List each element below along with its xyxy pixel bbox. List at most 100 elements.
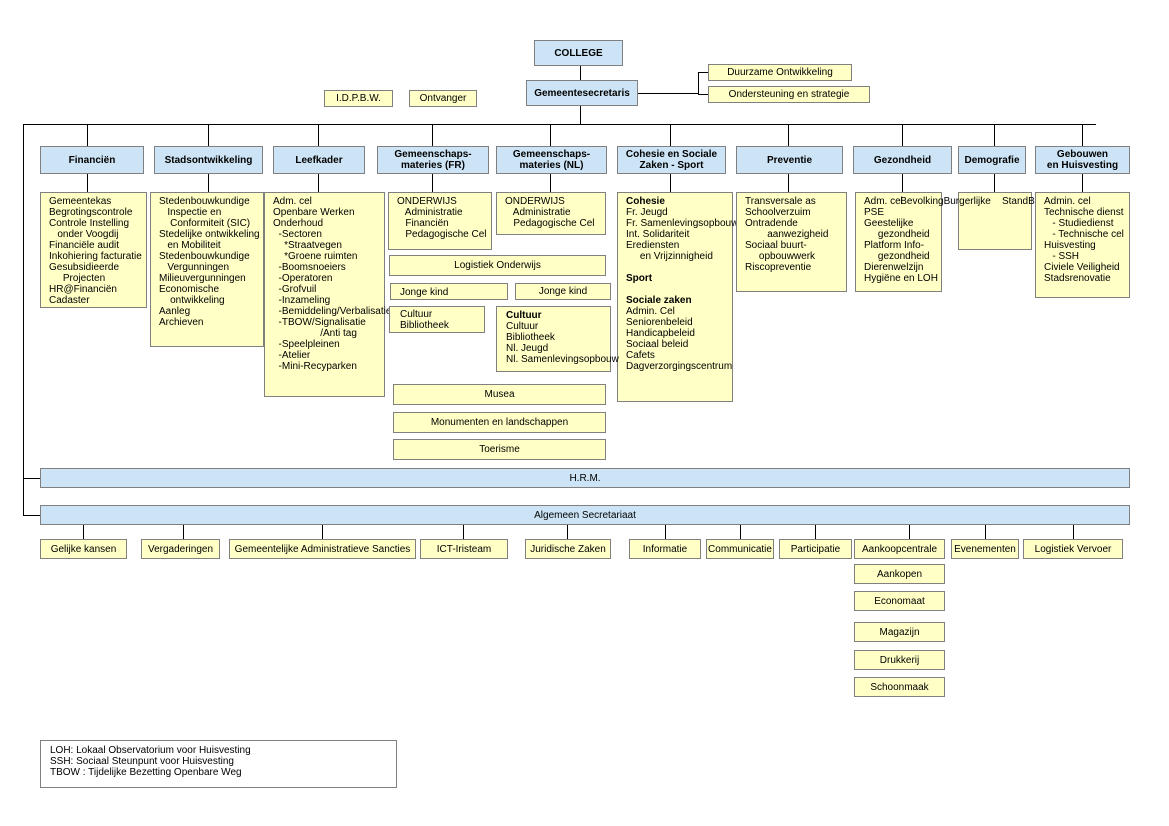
list-item: -Boomsnoeiers (273, 262, 346, 273)
list-item: Cafets (626, 350, 655, 361)
list-item: Conformiteit (SIC) (159, 218, 251, 229)
list-item: Handicapbeleid (626, 328, 695, 339)
dept-header-stadsontwikkeling: Stadsontwikkeling (154, 146, 263, 174)
list-item: Sociaal buurt- (745, 240, 807, 251)
dept-header-gezondheid: Gezondheid (853, 146, 952, 174)
list-item: ONDERWIJS (397, 196, 457, 207)
list-item: Transversale as (745, 196, 816, 207)
list-item: Technische dienst (1044, 207, 1124, 218)
list-item: gezondheid (864, 229, 930, 240)
evenementen-box: Evenementen (951, 539, 1019, 559)
list-item: Gemeentekas (49, 196, 112, 207)
list-item: Begrotingscontrole (49, 207, 133, 218)
connector-line (432, 124, 433, 146)
list-item: Financiële audit (49, 240, 120, 251)
hrm-bar: H.R.M. (40, 468, 1130, 488)
dept-list-stadsontwikkeling: Stedenbouwkundige Inspectie en Conformit… (150, 192, 264, 347)
connector-line (670, 174, 671, 192)
connector-line (815, 525, 816, 539)
list-item: Openbare Werken (273, 207, 355, 218)
connector-line (788, 124, 789, 146)
connector-line (87, 174, 88, 192)
list-item: Administratie (505, 207, 571, 218)
connector-line (698, 72, 699, 94)
list-item: Pedagogische Cel (397, 229, 487, 240)
list-item: Milieuvergunningen (159, 273, 246, 284)
group-heading: Cultuur (506, 310, 542, 321)
connector-line (87, 124, 88, 146)
connector-line (23, 515, 40, 516)
connector-line (183, 525, 184, 539)
list-item: aanwezigheid (745, 229, 829, 240)
list-item: -Grofvuil (273, 284, 317, 295)
list-item: Fr. Samenlevingsopbouw (626, 218, 739, 229)
list-item: Stedenbouwkundige (159, 196, 250, 207)
ontvanger-box: Ontvanger (409, 90, 477, 107)
aankoopcentrale-box: Aankoopcentrale (854, 539, 945, 559)
connector-line (580, 66, 581, 80)
connector-line (208, 124, 209, 146)
idpbw-box: I.D.P.B.W. (324, 90, 393, 107)
connector-line (698, 94, 708, 95)
connector-line (740, 525, 741, 539)
list-item: -Mini-Recyparken (273, 361, 357, 372)
legend-line: SSH: Sociaal Steunpunt voor Huisvesting (50, 756, 234, 767)
list-item: Projecten (49, 273, 106, 284)
connector-line (463, 525, 464, 539)
list-item: -TBOW/Signalisatie (273, 317, 366, 328)
spacer (626, 284, 732, 295)
list-item: Aanleg (159, 306, 191, 317)
connector-line (208, 174, 209, 192)
participatie-box: Participatie (779, 539, 852, 559)
legend-line: TBOW : Tijdelijke Bezetting Openbare Weg (50, 767, 242, 778)
list-item: Vergunningen (159, 262, 230, 273)
list-item: Burgerlijke (943, 196, 991, 207)
list-item: ontwikkeling (159, 295, 225, 306)
list-item: Adm. cel (864, 196, 903, 207)
list-item: HR@Financiën (49, 284, 117, 295)
list-item: gezondheid (864, 251, 930, 262)
monumenten-box: Monumenten en landschappen (393, 412, 606, 433)
list-item: -Bemiddeling/Verbalisatie (273, 306, 392, 317)
list-item: onder Voogdij (49, 229, 119, 240)
list-item: Hygiëne en LOH (864, 273, 938, 284)
list-item: Admin. Cel (626, 306, 675, 317)
dept-header-financien: Financiën (40, 146, 144, 174)
aankopen-box: Aankopen (854, 564, 945, 584)
magazijn-box: Magazijn (854, 622, 945, 642)
connector-line (322, 525, 323, 539)
list-item: Dierenwelzijn (864, 262, 924, 273)
list-item: Pedagogische Cel (505, 218, 595, 229)
gelijke-kansen-box: Gelijke kansen (40, 539, 127, 559)
list-item: -Atelier (273, 350, 311, 361)
dept-list-gemeenschapsmateries-fr: ONDERWIJS Administratie Financiën Pedago… (388, 192, 492, 250)
connector-line (550, 124, 551, 146)
connector-line (994, 174, 995, 192)
group-heading: Sociale zaken (626, 295, 692, 306)
dept-header-demografie: Demografie (958, 146, 1026, 174)
list-item: ONDERWIJS (505, 196, 565, 207)
list-item: - Technische cel (1044, 229, 1124, 240)
connector-line (432, 174, 433, 192)
connector-line (550, 174, 551, 192)
list-item: Administratie (397, 207, 463, 218)
connector-line (909, 525, 910, 539)
list-item: Schoolverzuim (745, 207, 811, 218)
dept-header-gemeenschapsmateries-nl: Gemeenschaps- materies (NL) (496, 146, 607, 174)
list-item: Ontradende (745, 218, 798, 229)
list-item: -Operatoren (273, 273, 333, 284)
list-item: Seniorenbeleid (626, 317, 693, 328)
legend-box: LOH: Lokaal Observatorium voor Huisvesti… (40, 740, 397, 788)
list-item: /Anti tag (273, 328, 357, 339)
list-item: Stadsrenovatie (1044, 273, 1111, 284)
list-item: -Speelpleinen (273, 339, 340, 350)
list-item: en Mobiliteit (159, 240, 221, 251)
list-item: Riscopreventie (745, 262, 812, 273)
list-item: -Inzameling (273, 295, 331, 306)
connector-line (665, 525, 666, 539)
